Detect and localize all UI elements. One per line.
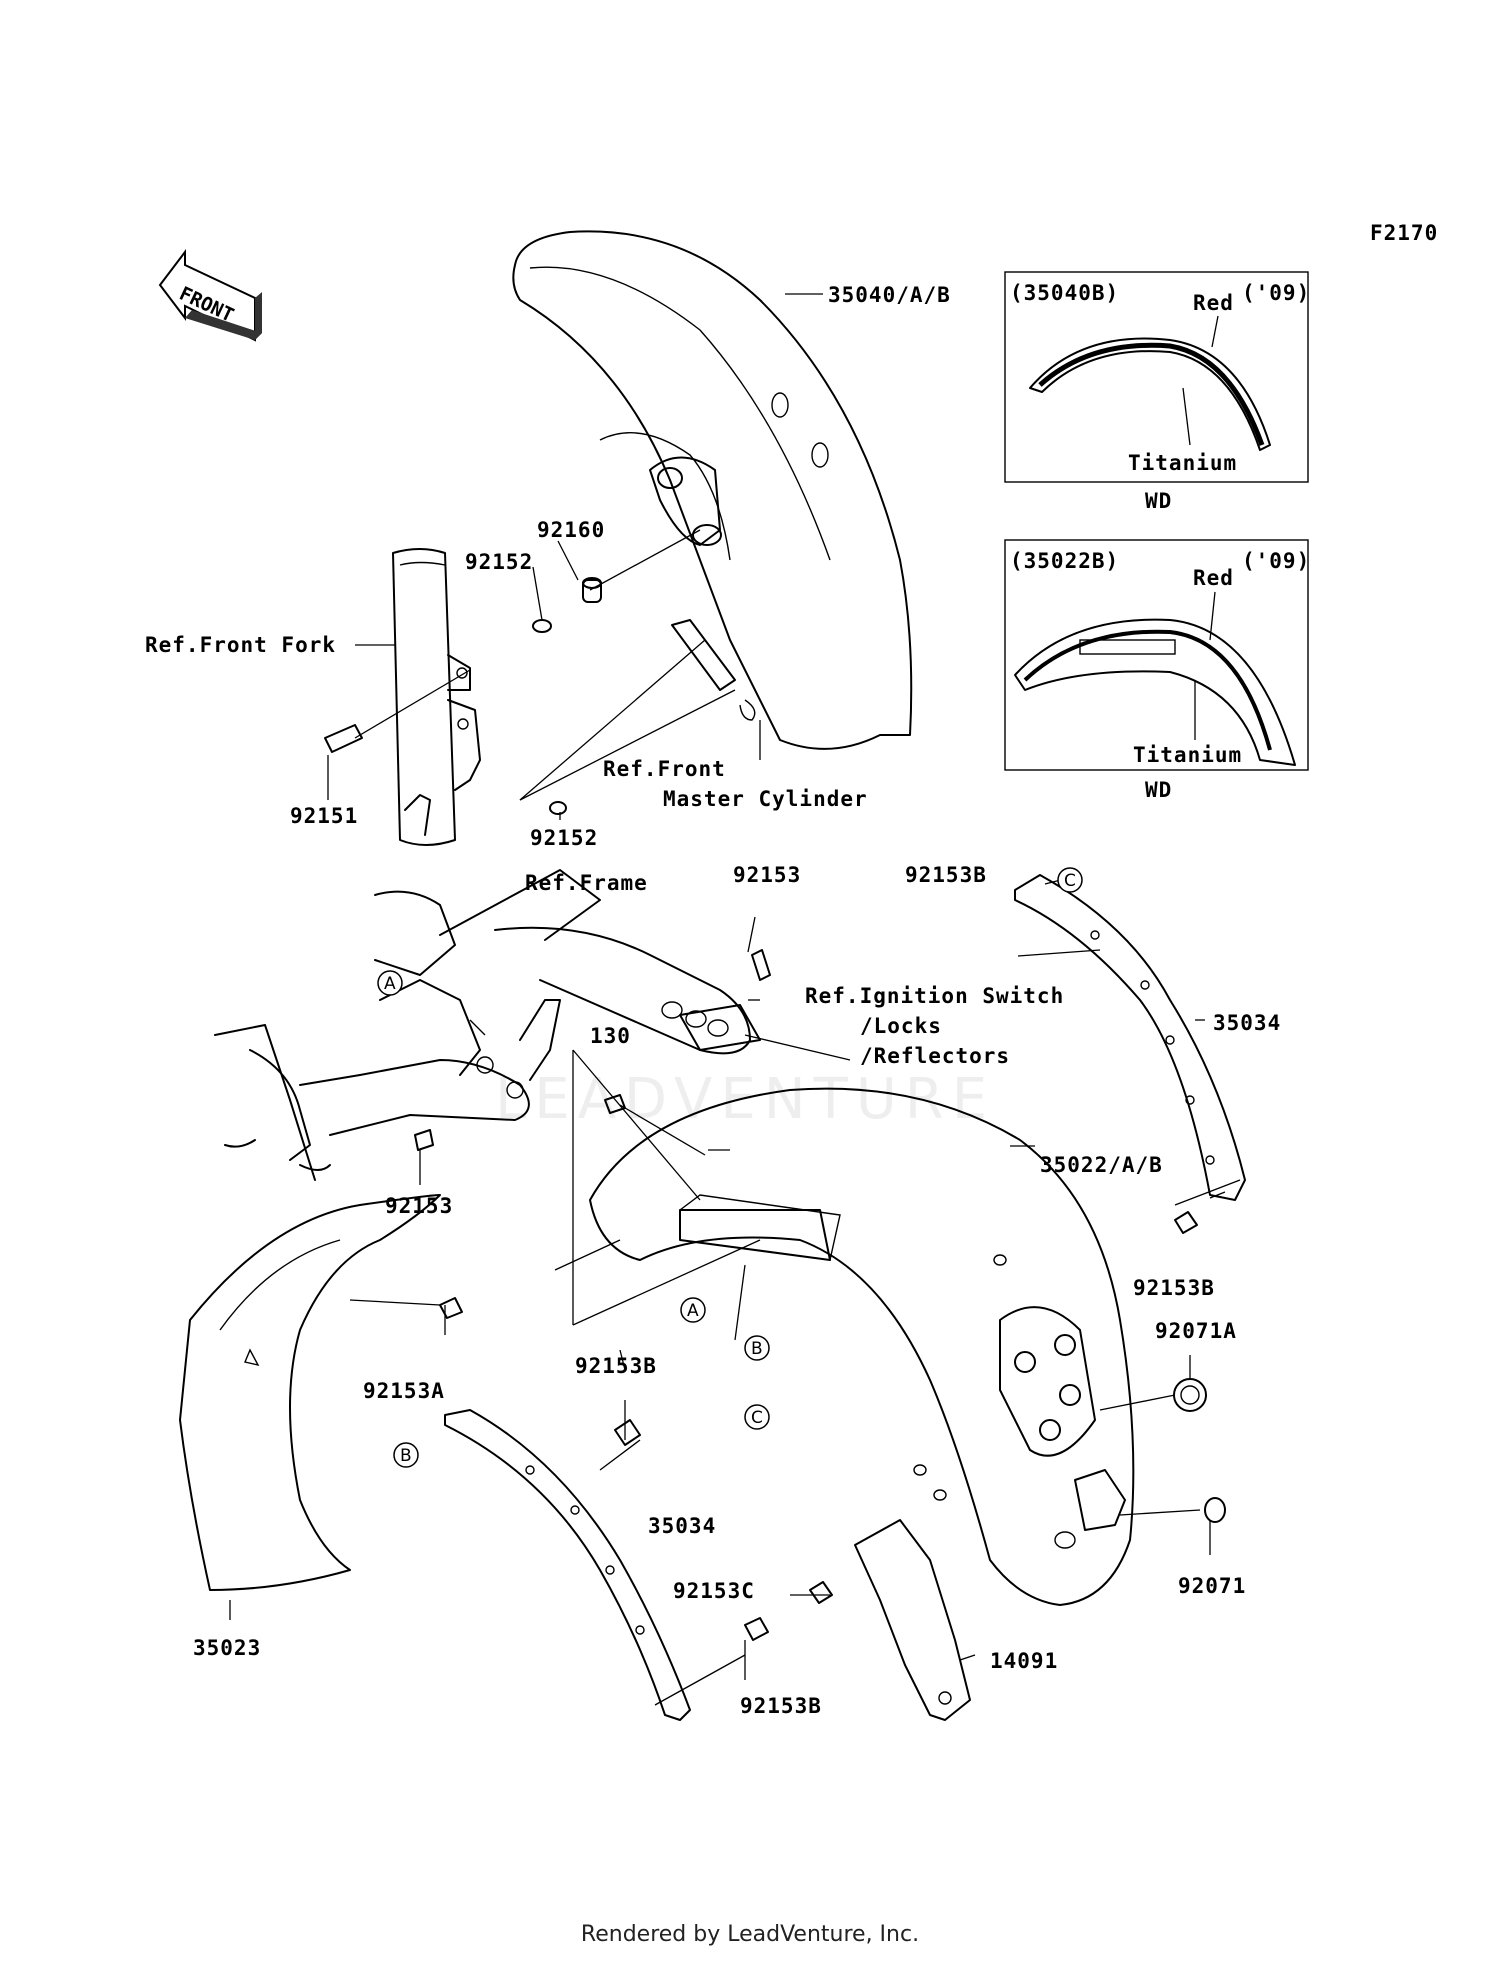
svg-text:A: A <box>384 974 396 994</box>
rear-fender <box>589 1087 1135 1606</box>
label-35040: 35040/A/B <box>828 283 951 307</box>
callout-a-bottom: A <box>680 1297 706 1323</box>
label-ref-master-1: Ref.Front <box>603 757 726 781</box>
label-35022: 35022/A/B <box>1040 1153 1163 1177</box>
inset-35022b-titanium: Titanium <box>1133 743 1242 767</box>
label-14091: 14091 <box>990 1649 1058 1673</box>
label-ref-master-2: Master Cylinder <box>663 787 868 811</box>
inset-35022b-red: Red <box>1193 566 1234 590</box>
callout-b-right: B <box>744 1335 770 1361</box>
label-92153b-bottom: 92153B <box>740 1694 822 1718</box>
rear-rail-left <box>444 1409 691 1721</box>
label-92153b-right: 92153B <box>1133 1276 1215 1300</box>
label-35034-right: 35034 <box>1213 1011 1281 1035</box>
label-92153b-mid: 92153B <box>575 1354 657 1378</box>
svg-text:A: A <box>687 1301 699 1321</box>
rear-fender-left-cover <box>179 1194 441 1591</box>
inset-35040b-year: ('09) <box>1242 281 1310 305</box>
label-92071a: 92071A <box>1155 1319 1237 1343</box>
inset-35022b: (35022B) Red ('09) Titanium WD <box>1004 539 1310 802</box>
label-92153-top: 92153 <box>733 863 801 887</box>
label-92152-top: 92152 <box>465 550 533 574</box>
svg-text:B: B <box>400 1446 412 1466</box>
inset-35040b-variant: WD <box>1145 489 1172 513</box>
inset-35040b-part: (35040B) <box>1010 281 1119 305</box>
inset-35040b: (35040B) Red ('09) Titanium WD <box>1004 271 1310 513</box>
svg-text:C: C <box>751 1408 763 1428</box>
front-hardware <box>324 577 756 815</box>
diagram-code: F2170 <box>1370 221 1438 245</box>
label-92160: 92160 <box>537 518 605 542</box>
label-92153c: 92153C <box>673 1579 755 1603</box>
label-ref-ign-2: /Locks <box>860 1014 942 1038</box>
label-92152-bottom: 92152 <box>530 826 598 850</box>
inset-35022b-variant: WD <box>1145 778 1172 802</box>
label-130: 130 <box>590 1024 631 1048</box>
footer-credit: Rendered by LeadVenture, Inc. <box>580 1922 920 1947</box>
svg-text:B: B <box>751 1339 763 1359</box>
rear-leaders <box>229 874 1241 1706</box>
label-92071: 92071 <box>1178 1574 1246 1598</box>
front-arrow-icon: FRONT <box>158 249 262 342</box>
cover-14091 <box>854 1519 971 1721</box>
front-leaders <box>327 293 823 820</box>
callout-c-bottom: C <box>744 1404 770 1430</box>
label-ref-ign-1: Ref.Ignition Switch <box>805 984 1064 1008</box>
inset-35040b-red: Red <box>1193 291 1234 315</box>
inset-35022b-part: (35022B) <box>1010 549 1119 573</box>
label-ref-frame: Ref.Frame <box>525 871 648 895</box>
label-92153b-top: 92153B <box>905 863 987 887</box>
inset-35022b-year: ('09) <box>1242 549 1310 573</box>
rear-rail-right <box>1014 874 1246 1201</box>
callout-b-left: B <box>393 1442 419 1468</box>
rear-hardware <box>439 1211 1226 1641</box>
label-35034-left: 35034 <box>648 1514 716 1538</box>
label-92153-left: 92153 <box>385 1194 453 1218</box>
front-fender <box>512 230 913 750</box>
label-ref-ign-3: /Reflectors <box>860 1044 1010 1068</box>
callout-c-top: C <box>1057 867 1083 893</box>
svg-text:C: C <box>1064 871 1076 891</box>
inset-35040b-titanium: Titanium <box>1128 451 1237 475</box>
front-fork <box>392 548 481 846</box>
label-ref-front-fork: Ref.Front Fork <box>145 633 336 657</box>
callout-a-top: A <box>377 970 403 996</box>
label-92153a: 92153A <box>363 1379 445 1403</box>
label-35023: 35023 <box>193 1636 261 1660</box>
frame <box>214 869 751 1181</box>
label-92151: 92151 <box>290 804 358 828</box>
